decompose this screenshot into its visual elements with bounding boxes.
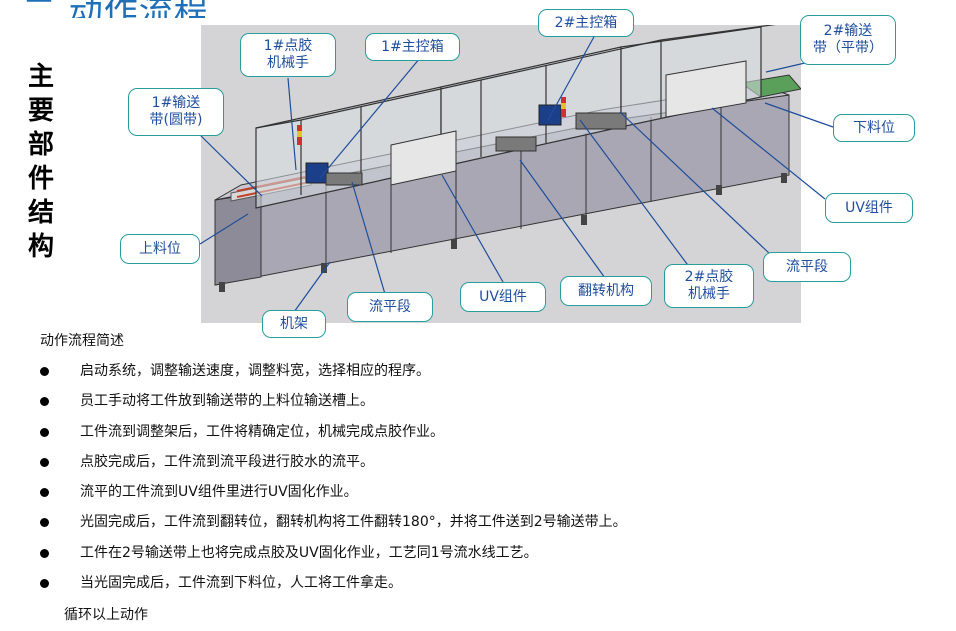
callout-dispensing-robot-2: 2#点胶 机械手 [664, 264, 754, 308]
callout-flip-mechanism: 翻转机构 [560, 276, 652, 306]
bullet-icon [40, 488, 49, 498]
callout-uv-module-2: UV组件 [825, 193, 913, 223]
step-text: 启动系统，调整输送速度，调整料宽，选择相应的程序。 [80, 363, 430, 379]
bullet-icon [40, 518, 49, 528]
bullet-icon [40, 548, 49, 558]
side-heading-char: 构 [27, 232, 54, 262]
bullet-icon [40, 579, 49, 589]
bullet-icon [40, 427, 49, 437]
step-text: 工件在2号输送带上也将完成点胶及UV固化作业，工艺同1号流水线工艺。 [80, 544, 538, 561]
side-heading-char: 主 [27, 62, 54, 92]
side-heading-char: 件 [27, 164, 54, 194]
process-footer: 循环以上动作 [64, 607, 148, 623]
step-text: 点胶完成后，工件流到流平段进行胶水的流平。 [80, 453, 374, 470]
callout-conveyor-2-flat-belt: 2#输送 带（平带） [800, 15, 896, 65]
bullet-icon [40, 457, 49, 467]
page-title: 二.动作流程 [22, 0, 209, 18]
callout-uv-module-1: UV组件 [460, 282, 546, 312]
step-text: 当光固完成后，工件流到下料位，人工将工件拿走。 [80, 575, 402, 592]
step-text: 工件流到调整架后，工件将精确定位，机械完成点胶作业。 [80, 423, 444, 440]
step-text: 员工手动将工件放到输送带的上料位输送槽上。 [80, 393, 374, 410]
callout-dispensing-robot-1: 1#点胶 机械手 [240, 33, 336, 77]
callout-loading-station: 上料位 [120, 234, 200, 264]
callout-leveling-section-2: 流平段 [763, 252, 851, 282]
callout-machine-frame: 机架 [262, 310, 326, 338]
callout-unloading-station: 下料位 [833, 114, 915, 142]
process-intro: 动作流程简述 [40, 333, 124, 349]
step-text: 流平的工件流到UV组件里进行UV固化作业。 [80, 484, 358, 501]
side-heading-char: 部 [27, 130, 54, 160]
callout-main-control-box-1: 1#主控箱 [365, 33, 460, 61]
callout-leveling-section-1: 流平段 [347, 292, 433, 322]
side-heading: 主 要 部 件 结 构 [24, 60, 58, 264]
side-heading-char: 结 [27, 198, 54, 228]
bullet-icon [40, 397, 49, 407]
step-text: 光固完成后，工件流到翻转位，翻转机构将工件翻转180°，并将工件送到2号输送带上… [80, 514, 627, 531]
callout-conveyor-1-round-belt: 1#输送 带(圆带) [128, 88, 224, 136]
bullet-icon [40, 367, 49, 376]
side-heading-char: 要 [27, 96, 54, 126]
callout-main-control-box-2: 2#主控箱 [538, 9, 634, 37]
